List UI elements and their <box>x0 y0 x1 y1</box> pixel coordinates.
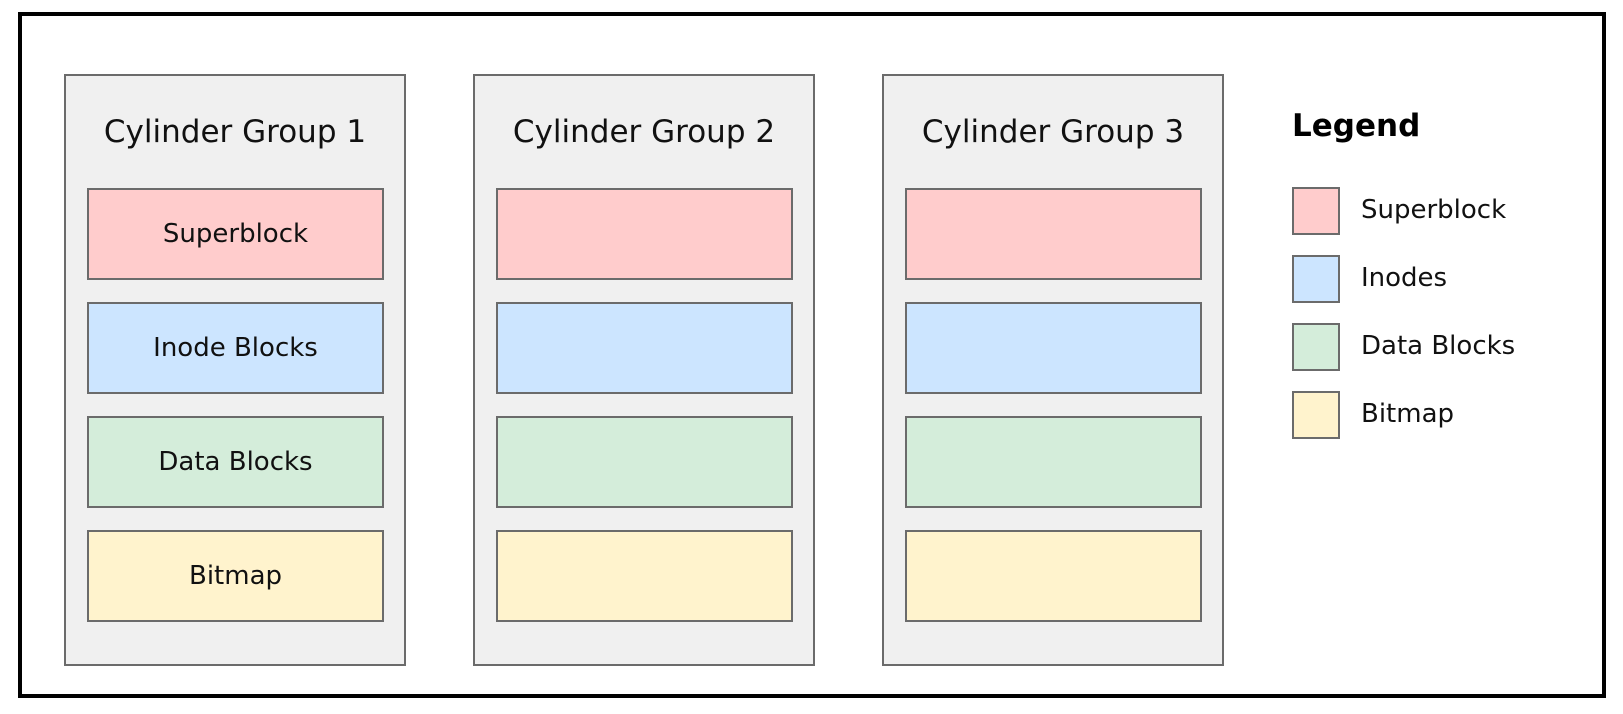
bitmap-block <box>496 530 793 622</box>
inode-blocks-block <box>496 302 793 394</box>
cylinder-group-title: Cylinder Group 1 <box>103 114 367 150</box>
legend-title: Legend <box>1292 108 1421 144</box>
cylinder-group-title: Cylinder Group 3 <box>921 114 1185 150</box>
bitmap-block <box>905 530 1202 622</box>
cylinder-group-1: Cylinder Group 1 Superblock Inode Blocks… <box>64 74 406 666</box>
superblock-block: Superblock <box>87 188 384 280</box>
superblock-block <box>496 188 793 280</box>
legend-label: Superblock <box>1361 195 1507 225</box>
legend-swatch <box>1292 255 1340 303</box>
legend-label: Data Blocks <box>1361 331 1516 361</box>
data-blocks-block: Data Blocks <box>87 416 384 508</box>
legend-swatch <box>1292 391 1340 439</box>
diagram-frame: Cylinder Group 1 Superblock Inode Blocks… <box>18 12 1606 698</box>
legend-item-superblock: Superblock <box>1292 187 1612 235</box>
legend-swatch <box>1292 187 1340 235</box>
legend-swatch <box>1292 323 1340 371</box>
cylinder-group-3: Cylinder Group 3 <box>882 74 1224 666</box>
bitmap-block: Bitmap <box>87 530 384 622</box>
cylinder-group-2: Cylinder Group 2 <box>473 74 815 666</box>
cylinder-group-title: Cylinder Group 2 <box>512 114 776 150</box>
legend-label: Bitmap <box>1361 399 1455 429</box>
legend-item-inodes: Inodes <box>1292 255 1612 303</box>
data-blocks-block <box>905 416 1202 508</box>
data-blocks-block <box>496 416 793 508</box>
inode-blocks-block <box>905 302 1202 394</box>
superblock-block <box>905 188 1202 280</box>
inode-blocks-block: Inode Blocks <box>87 302 384 394</box>
legend-item-data-blocks: Data Blocks <box>1292 323 1612 371</box>
legend: Legend Superblock Inodes Data Blocks Bit… <box>1292 108 1612 468</box>
legend-label: Inodes <box>1361 263 1448 293</box>
legend-item-bitmap: Bitmap <box>1292 391 1612 439</box>
